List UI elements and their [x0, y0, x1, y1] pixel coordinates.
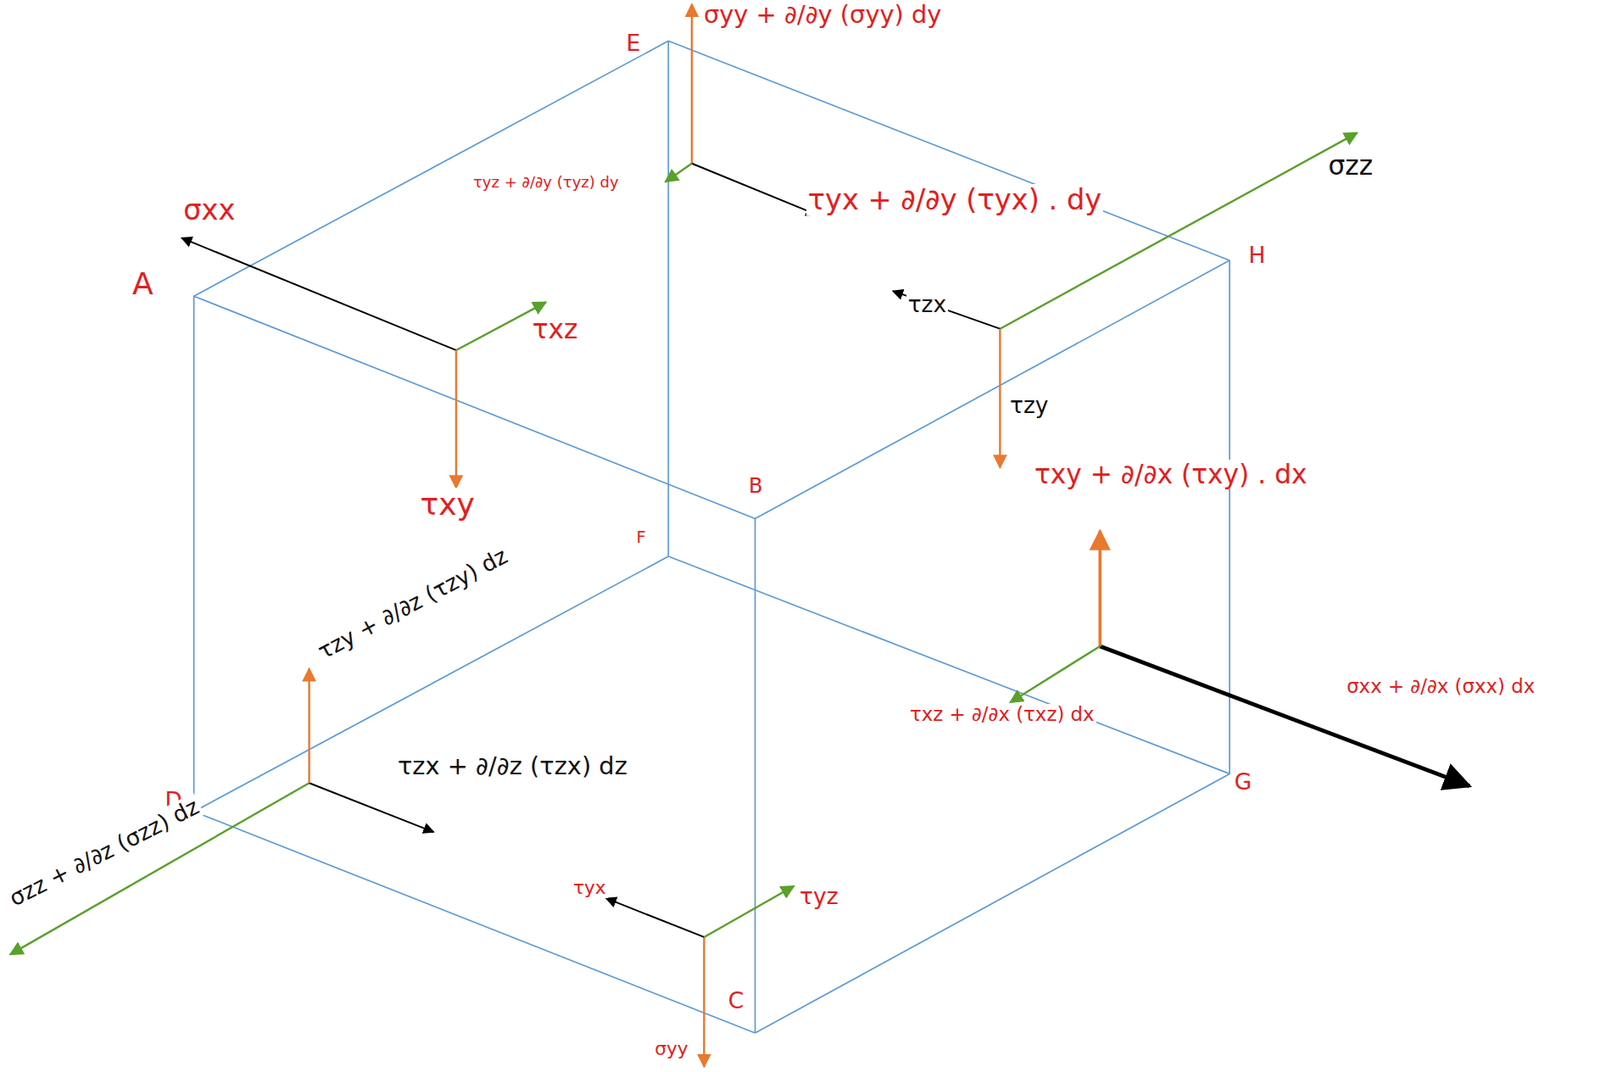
stress-label: τxy	[418, 487, 476, 522]
stress-label: τxy + ∂/∂x (τxy) . dx	[1032, 459, 1310, 489]
corner-letter: F	[635, 528, 648, 547]
stress-label: σxx + ∂/∂x (σxx) dx	[1344, 675, 1537, 697]
stress-label: τyx	[571, 877, 608, 898]
stress-label: τyx + ∂/∂y (τyx) . dy	[806, 183, 1104, 216]
corner-letter: G	[1232, 769, 1255, 794]
stress-label: τyz	[797, 883, 841, 909]
stress-label: σzz + ∂/∂z (σzz) dz	[3, 792, 204, 912]
stress-label: τzy	[1008, 392, 1051, 418]
corner-letter: C	[726, 987, 746, 1013]
corner-letter: B	[747, 474, 765, 497]
stress-label: τyz + ∂/∂y (τyz) dy	[471, 173, 621, 191]
stress-label: τzy + ∂/∂z (τzy) dz	[312, 541, 513, 664]
corner-letter: H	[1247, 242, 1268, 268]
corner-letter: A	[130, 267, 156, 302]
stress-label: τxz + ∂/∂x (τxz) dx	[908, 703, 1097, 725]
stress-label: σzz	[1326, 150, 1375, 180]
stress-label: σyy	[652, 1038, 690, 1060]
cube-edges	[194, 40, 1230, 1033]
stress-label: τzx	[906, 291, 949, 317]
stress-label: σxx	[181, 194, 237, 226]
stress-arrows	[10, 4, 1470, 1067]
stress-label: τzx + ∂/∂z (τzx) dz	[395, 752, 630, 781]
corner-letter: E	[624, 30, 643, 56]
stress-label: τxz	[530, 314, 580, 344]
stress-label: σyy + ∂/∂y (σyy) dy	[702, 1, 944, 29]
